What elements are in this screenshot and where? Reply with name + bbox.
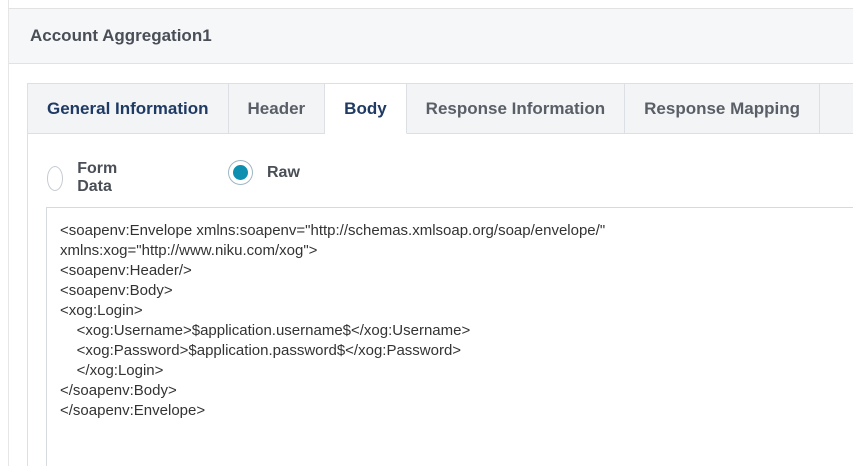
panel-header: Account Aggregation1 xyxy=(9,9,853,64)
left-border xyxy=(8,0,9,466)
radio-label: Raw xyxy=(267,163,300,181)
radio-form-data[interactable]: Form Data xyxy=(47,160,126,196)
raw-body-textarea[interactable]: <soapenv:Envelope xmlns:soapenv="http://… xyxy=(46,207,853,466)
tab-label: General Information xyxy=(47,98,209,118)
tab-response-mapping[interactable]: Response Mapping xyxy=(625,84,820,133)
top-border xyxy=(8,8,853,9)
tab-label: Body xyxy=(344,98,387,118)
tab-body[interactable]: Body xyxy=(325,84,407,134)
tab-label: Response Mapping xyxy=(644,98,800,118)
radio-raw[interactable]: Raw xyxy=(228,160,300,185)
tab-general-information[interactable]: General Information xyxy=(28,84,229,133)
tab-bar: General Information Header Body Response… xyxy=(28,84,853,134)
panel-title: Account Aggregation1 xyxy=(30,26,212,45)
tab-response-information[interactable]: Response Information xyxy=(407,84,626,133)
tab-label: Response Information xyxy=(425,98,606,118)
raw-body-content: <soapenv:Envelope xmlns:soapenv="http://… xyxy=(60,222,606,419)
tab-header[interactable]: Header xyxy=(229,84,326,133)
radio-unchecked-icon[interactable] xyxy=(47,165,64,191)
radio-checked-icon[interactable] xyxy=(228,160,253,185)
radio-label: Form Data xyxy=(77,160,118,195)
radio-dot xyxy=(233,165,248,180)
tab-label: Header xyxy=(247,98,306,118)
